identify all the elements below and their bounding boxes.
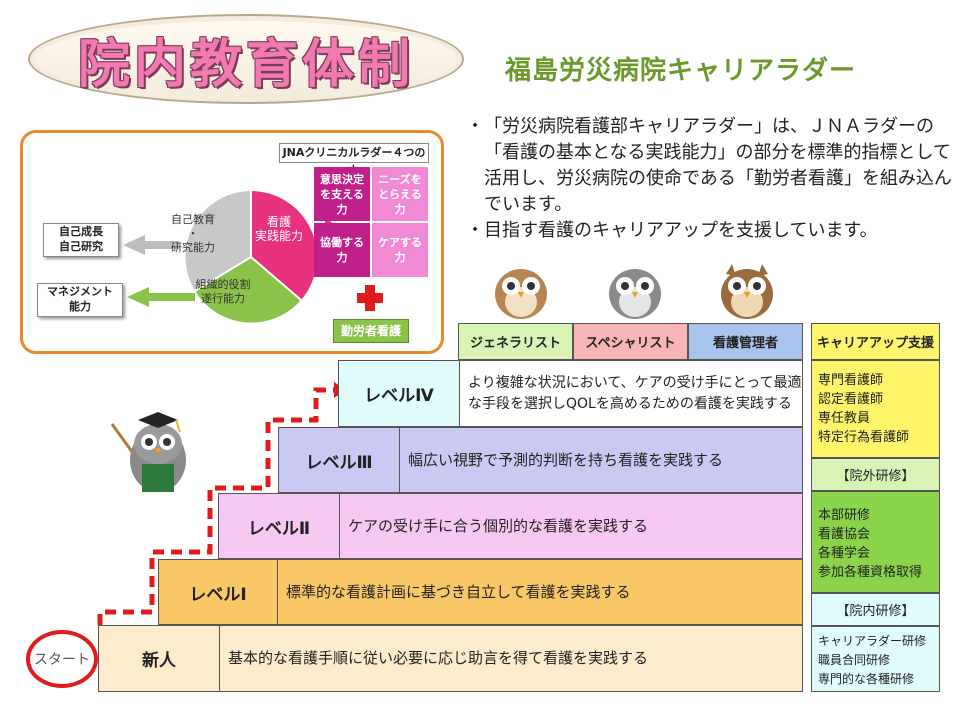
- level-4-row: レベルⅣ より複雑な状況において、ケアの受け手にとって最適な手段を選択しQOLを…: [338, 360, 803, 427]
- worker-nursing-box: 勤労者看護: [333, 319, 409, 343]
- level-3-row: レベルⅢ 幅広い視野で予測的判断を持ち看護を実践する: [278, 427, 803, 493]
- career-support-header: キャリアアップ支援: [811, 323, 940, 360]
- level-2-name: レベルⅡ: [219, 494, 340, 558]
- external-training-header: 【院外研修】: [811, 458, 940, 491]
- column-generalist: ジェネラリスト: [458, 323, 573, 360]
- gray-arrow-icon: [123, 235, 179, 255]
- bullet-item: ・目指す看護のキャリアアップを支援しています。: [466, 220, 878, 241]
- certification-list: 専門看護師 認定看護師 専任教員 特定行為看護師: [811, 360, 940, 458]
- list-item: 専任教員: [818, 411, 871, 426]
- list-item: キャリアラダー研修: [818, 634, 927, 648]
- pie-green-slice: [195, 257, 301, 323]
- list-item: 職員合同研修: [818, 653, 891, 667]
- green-arrow-icon: [127, 287, 195, 307]
- list-item: 特定行為看護師: [818, 430, 910, 445]
- page-subtitle: 福島労災病院キャリアラダー: [505, 56, 857, 86]
- management-box: マネジメント 能力: [37, 283, 123, 317]
- level-2-desc: ケアの受け手に合う個別的な看護を実践する: [348, 516, 649, 535]
- pie-label-self-study: 自己教育 ・ 研究能力: [171, 213, 215, 254]
- bullet-list: ・「労災病院看護部キャリアラダー」は、ＪＮＡラダーの「看護の基本となる実践能力」…: [466, 114, 952, 244]
- bullet-item: ・「労災病院看護部キャリアラダー」は、ＪＮＡラダーの「看護の基本となる実践能力」…: [466, 116, 952, 215]
- self-growth-box: 自己成長 自己研究: [43, 223, 119, 257]
- list-item: 本部研修: [818, 508, 871, 523]
- jna-cell: 協働する 力: [314, 223, 370, 277]
- column-manager: 看護管理者: [688, 323, 803, 360]
- level-4-name: レベルⅣ: [339, 361, 460, 426]
- list-item: 各種学会: [818, 546, 871, 561]
- level-1-row: レベルⅠ 標準的な看護計画に基づき自立して看護を実践する: [158, 559, 803, 625]
- column-specialist: スペシャリスト: [573, 323, 688, 360]
- newcomer-row: 新人 基本的な看護手順に従い必要に応じ助言を得て看護を実践する: [98, 625, 803, 692]
- teacher-owl-icon: [110, 412, 186, 492]
- jna-cell: ニーズを とらえる 力: [372, 167, 428, 221]
- newcomer-name: 新人: [99, 626, 220, 691]
- list-item: 認定看護師: [818, 392, 884, 407]
- list-item: 専門的な各種研修: [818, 672, 915, 686]
- pie-pink-slice: [251, 191, 317, 300]
- owl-icon: [609, 269, 661, 319]
- page-title: 院内教育体制: [77, 34, 414, 95]
- level-3-name: レベルⅢ: [279, 428, 400, 492]
- red-cross-icon: [357, 285, 383, 311]
- owl-icon: [721, 264, 773, 319]
- pie-label-practice: 看護 実践能力: [254, 215, 303, 243]
- external-training-list: 本部研修 看護協会 各種学会 参加各種資格取得: [811, 491, 940, 593]
- level-4-desc: より複雑な状況において、ケアの受け手にとって最適な手段を選択しQOLを高めるため…: [468, 374, 802, 412]
- pie-label-organization: 組織的役割 遂行能力: [195, 278, 251, 305]
- list-item: 参加各種資格取得: [818, 565, 923, 580]
- newcomer-desc: 基本的な看護手順に従い必要に応じ助言を得て看護を実践する: [228, 649, 649, 667]
- level-3-desc: 幅広い視野で予測的判断を持ち看護を実践する: [408, 450, 724, 469]
- competency-pie: [123, 191, 337, 323]
- level-1-name: レベルⅠ: [159, 560, 278, 624]
- jna-cell: ケアする 力: [372, 223, 428, 277]
- jna-cell: 意思決定 を支える 力: [314, 167, 370, 221]
- jna-inset-diagram: 自己成長 自己研究 マネジメント 能力 自己教育 ・ 研究能力 看護 実践能力 …: [20, 130, 444, 354]
- owl-icon: [495, 269, 547, 319]
- list-item: 専門看護師: [818, 373, 884, 388]
- internal-training-header: 【院内研修】: [811, 593, 940, 626]
- title-oval: [28, 14, 464, 104]
- internal-training-list: キャリアラダー研修 職員合同研修 専門的な各種研修: [811, 626, 940, 692]
- level-1-desc: 標準的な看護計画に基づき自立して看護を実践する: [286, 582, 631, 601]
- list-item: 看護協会: [818, 527, 871, 542]
- start-marker: スタート: [26, 630, 98, 688]
- level-2-row: レベルⅡ ケアの受け手に合う個別的な看護を実践する: [218, 493, 803, 559]
